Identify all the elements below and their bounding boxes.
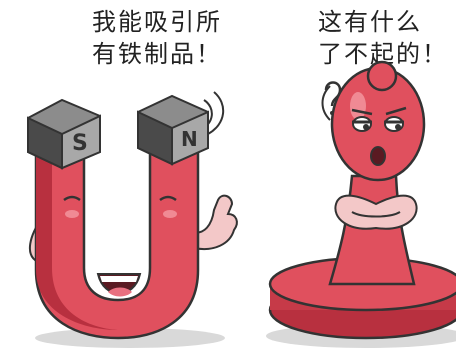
stamp-left-pupil <box>363 124 369 130</box>
magnet-speech-line-1: 我能吸引所 <box>92 8 222 36</box>
stamp-mouth <box>370 146 386 166</box>
magnet-pole-n-front <box>171 110 209 166</box>
magnet-speech: 我能吸引所 有铁制品！ <box>92 6 222 70</box>
magnet-shading <box>36 150 118 330</box>
magnet-pole-s-front <box>61 114 101 170</box>
magnet-character: S N <box>27 91 238 340</box>
question-mark-dot <box>330 111 334 115</box>
magnet-speech-line-2: 有铁制品！ <box>92 40 222 68</box>
question-mark-icon <box>324 81 342 107</box>
magnet-teeth <box>100 276 138 282</box>
magnet-right-eye <box>159 195 177 202</box>
stamp-character <box>266 60 456 348</box>
magnet-cheek <box>65 210 79 218</box>
motion-mark <box>321 85 331 121</box>
stamp-knob <box>366 60 398 92</box>
stamp-arms <box>334 194 418 230</box>
pole-s-label: S <box>72 131 88 156</box>
stamp-handle <box>328 174 416 286</box>
magnet-cheek <box>163 210 177 218</box>
motion-mark <box>207 91 224 135</box>
stamp-right-brow <box>385 106 407 116</box>
pole-n-label: N <box>181 127 198 151</box>
stamp-arm-crease <box>351 211 401 218</box>
stamp-right-pupil <box>395 124 401 130</box>
magnet-tongue <box>108 287 132 297</box>
stamp-speech-line-1: 这有什么 <box>318 8 422 36</box>
stamp-highlight <box>350 92 366 120</box>
magnet-left-eye <box>63 195 81 202</box>
stamp-left-brow <box>351 108 373 116</box>
stamp-speech: 这有什么 了不起的！ <box>318 6 448 70</box>
magnet-right-arm <box>189 194 238 250</box>
